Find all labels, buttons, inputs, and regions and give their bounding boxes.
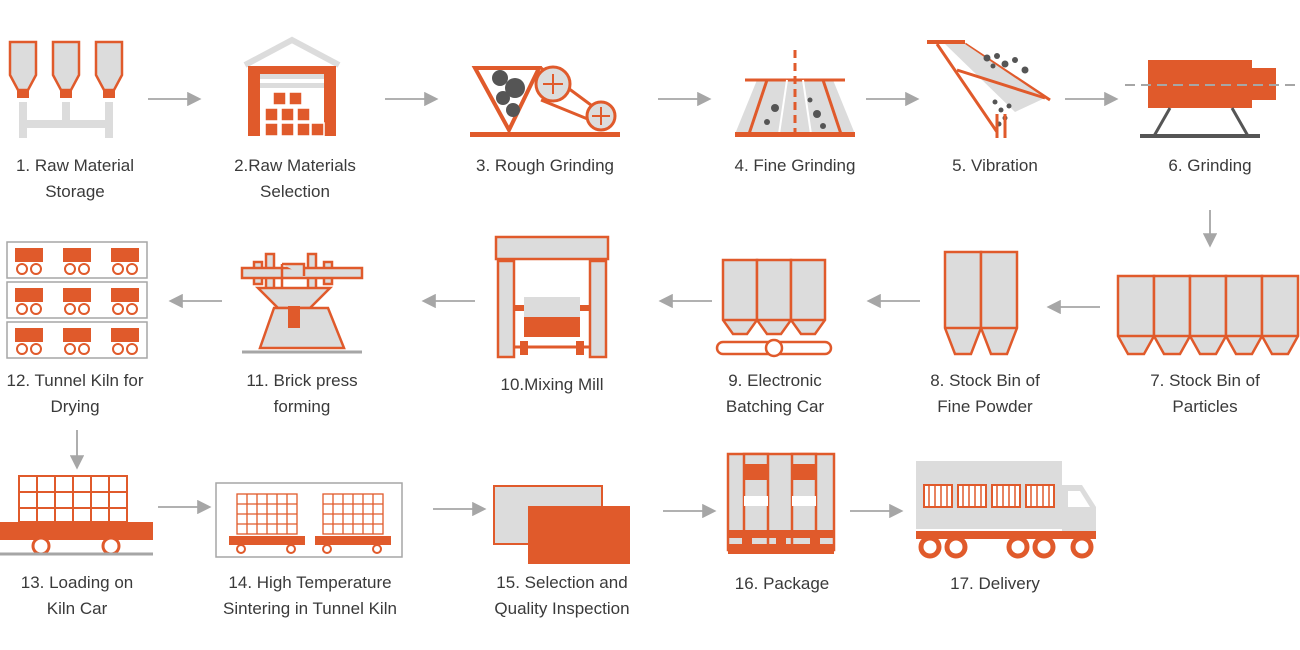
sintering-kiln-icon (215, 482, 403, 558)
inspection-icon (493, 485, 630, 564)
step-label: 4. Fine Grinding (734, 156, 856, 175)
truck-icon (916, 461, 1096, 559)
step-label: 17. Delivery (950, 574, 1040, 593)
step-label: 3. Rough Grinding (476, 156, 614, 175)
step-label: 15. Selection and Quality Inspection (494, 573, 630, 618)
step-label: 12. Tunnel Kiln for Drying (6, 371, 144, 416)
step-label: 7. Stock Bin of Particles (1150, 371, 1260, 416)
step-label: 10.Mixing Mill (500, 375, 604, 394)
package-icon (726, 452, 836, 554)
particle-bins-icon (1116, 274, 1300, 356)
vibrating-screen-icon (927, 40, 1051, 138)
silos-icon (8, 40, 124, 138)
powder-bins-icon (943, 250, 1019, 356)
step-label: 11. Brick press forming (246, 371, 358, 416)
step-label: 2.Raw Materials Selection (234, 156, 356, 201)
step-label: 14. High Temperature Sintering in Tunnel… (223, 573, 397, 618)
rough-crusher-icon (470, 65, 620, 137)
drying-kiln-icon (6, 241, 148, 359)
fine-grinder-icon (735, 50, 855, 137)
step-label: 6. Grinding (1168, 156, 1252, 175)
step-label: 1. Raw Material Storage (15, 156, 135, 201)
warehouse-icon (243, 36, 341, 137)
step-label: 8. Stock Bin of Fine Powder (930, 371, 1040, 416)
step-label: 13. Loading on Kiln Car (20, 573, 134, 618)
mixing-mill-icon (494, 235, 610, 359)
step-label: 5. Vibration (952, 156, 1038, 175)
brick-press-icon (240, 252, 364, 354)
step-label: 9. Electronic Batching Car (725, 371, 825, 416)
ball-mill-icon (1125, 60, 1298, 138)
step-label: 16. Package (734, 574, 830, 593)
kiln-car-icon (0, 475, 153, 556)
batching-car-icon (715, 258, 833, 358)
